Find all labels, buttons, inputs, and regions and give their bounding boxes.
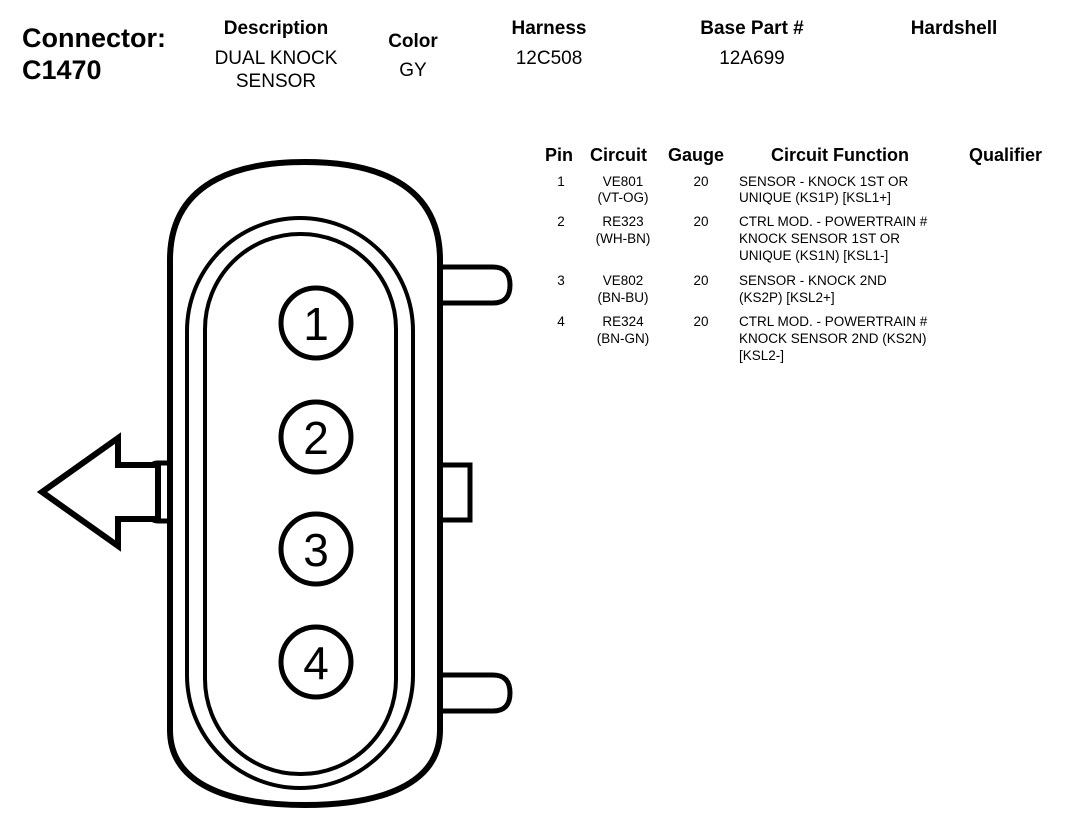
connector-id: C1470	[22, 55, 102, 85]
row-function-line2: KNOCK SENSOR 1ST OR	[739, 231, 901, 246]
col-header-gauge: Gauge	[668, 145, 725, 165]
base-part-value: 12A699	[719, 48, 785, 69]
latch-tab-upper	[440, 264, 513, 306]
key-right	[440, 462, 473, 523]
row-circuit-color: (VT-OG)	[597, 190, 649, 205]
color-value: GY	[399, 60, 427, 81]
row-circuit-color: (BN-BU)	[597, 290, 649, 305]
row-circuit: VE802	[602, 273, 644, 288]
row-pin: 2	[557, 214, 565, 229]
row-function-line3: UNIQUE (KS1N) [KSL1-]	[739, 248, 889, 263]
connector-inner-wall	[185, 216, 415, 790]
row-pin: 3	[557, 273, 565, 288]
row-function-line2: KNOCK SENSOR 2ND (KS2N)	[739, 331, 927, 346]
row-function-line2: UNIQUE (KS1P) [KSL1+]	[739, 190, 891, 205]
connector-label: Connector:	[22, 23, 166, 53]
connector-cavity	[203, 232, 398, 776]
base-part-label: Base Part #	[700, 18, 804, 39]
row-pin: 1	[557, 174, 565, 189]
row-gauge: 20	[693, 214, 709, 229]
row-pin: 4	[557, 314, 565, 329]
pin-4-circle	[278, 624, 354, 700]
color-label: Color	[388, 31, 438, 52]
row-function-line1: SENSOR - KNOCK 2ND	[739, 273, 887, 288]
description-value-line1: DUAL KNOCK	[214, 48, 338, 69]
row-function-line1: SENSOR - KNOCK 1ST OR	[739, 174, 909, 189]
pin-1-label: 1	[303, 298, 329, 350]
pin-4-label: 4	[303, 637, 329, 689]
latch-tab-lower	[440, 672, 513, 714]
pin-2-circle	[278, 399, 354, 475]
hardshell-label: Hardshell	[910, 18, 998, 39]
row-circuit-color: (BN-GN)	[596, 331, 650, 346]
row-circuit: RE323	[602, 214, 644, 229]
pin-3-circle	[278, 511, 354, 587]
pin-3-label: 3	[303, 524, 329, 576]
row-function-line1: CTRL MOD. - POWERTRAIN #	[739, 214, 928, 229]
orientation-arrow-icon	[36, 432, 161, 552]
row-function-line3: [KSL2-]	[739, 348, 785, 363]
row-gauge: 20	[693, 174, 709, 189]
description-value-line2: SENSOR	[235, 71, 317, 92]
pin-1-circle	[278, 285, 354, 361]
col-header-pin: Pin	[545, 145, 574, 165]
row-circuit: RE324	[602, 314, 644, 329]
connector-housing	[167, 158, 443, 809]
row-circuit-color: (WH-BN)	[595, 231, 651, 246]
pin-2-label: 2	[303, 412, 329, 464]
row-gauge: 20	[693, 314, 709, 329]
description-label: Description	[223, 18, 329, 39]
col-header-qualifier: Qualifier	[969, 145, 1043, 165]
row-function-line1: CTRL MOD. - POWERTRAIN #	[739, 314, 928, 329]
row-gauge: 20	[693, 273, 709, 288]
row-circuit: VE801	[602, 174, 644, 189]
harness-value: 12C508	[515, 48, 583, 69]
col-header-circuit: Circuit	[590, 145, 648, 165]
row-function-line2: (KS2P) [KSL2+]	[739, 290, 835, 305]
harness-label: Harness	[511, 18, 587, 39]
col-header-function: Circuit Function	[771, 145, 909, 165]
